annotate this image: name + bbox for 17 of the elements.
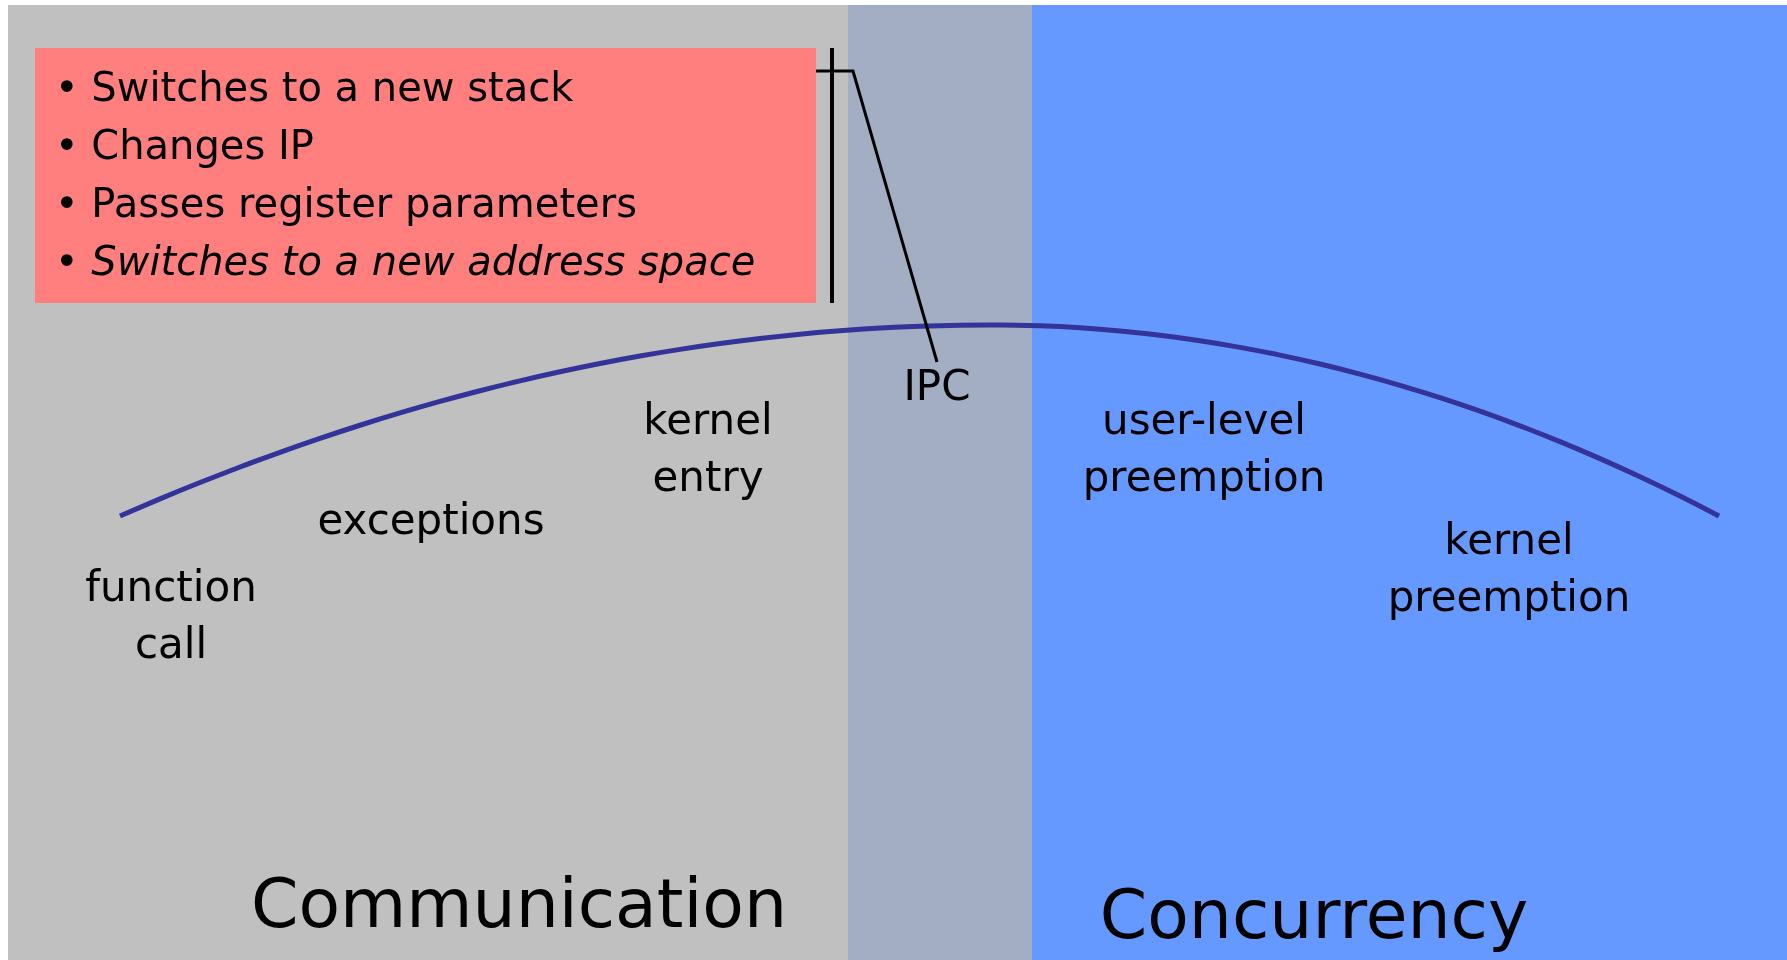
section-title: Communication [251,864,787,944]
curve-label: function call [84,561,258,670]
curve-label: exceptions [316,493,546,546]
band-background [848,5,1032,960]
curve-label: kernel entry [642,394,774,503]
bullet-item: • Switches to a new stack [55,63,575,112]
bullet-item: • Switches to a new address space [55,237,757,286]
bullet-item: • Passes register parameters [55,179,638,228]
ipc-label: IPC [890,360,984,412]
band-background [8,5,848,960]
leader-line [816,69,939,363]
section-title: Concurrency [1099,875,1529,955]
note-box [35,48,816,303]
band-background [1032,5,1787,960]
curve-label: kernel preemption [1386,514,1632,623]
curve-label: user-level preemption [1081,394,1327,503]
bullet-item: • Changes IP [55,121,315,170]
